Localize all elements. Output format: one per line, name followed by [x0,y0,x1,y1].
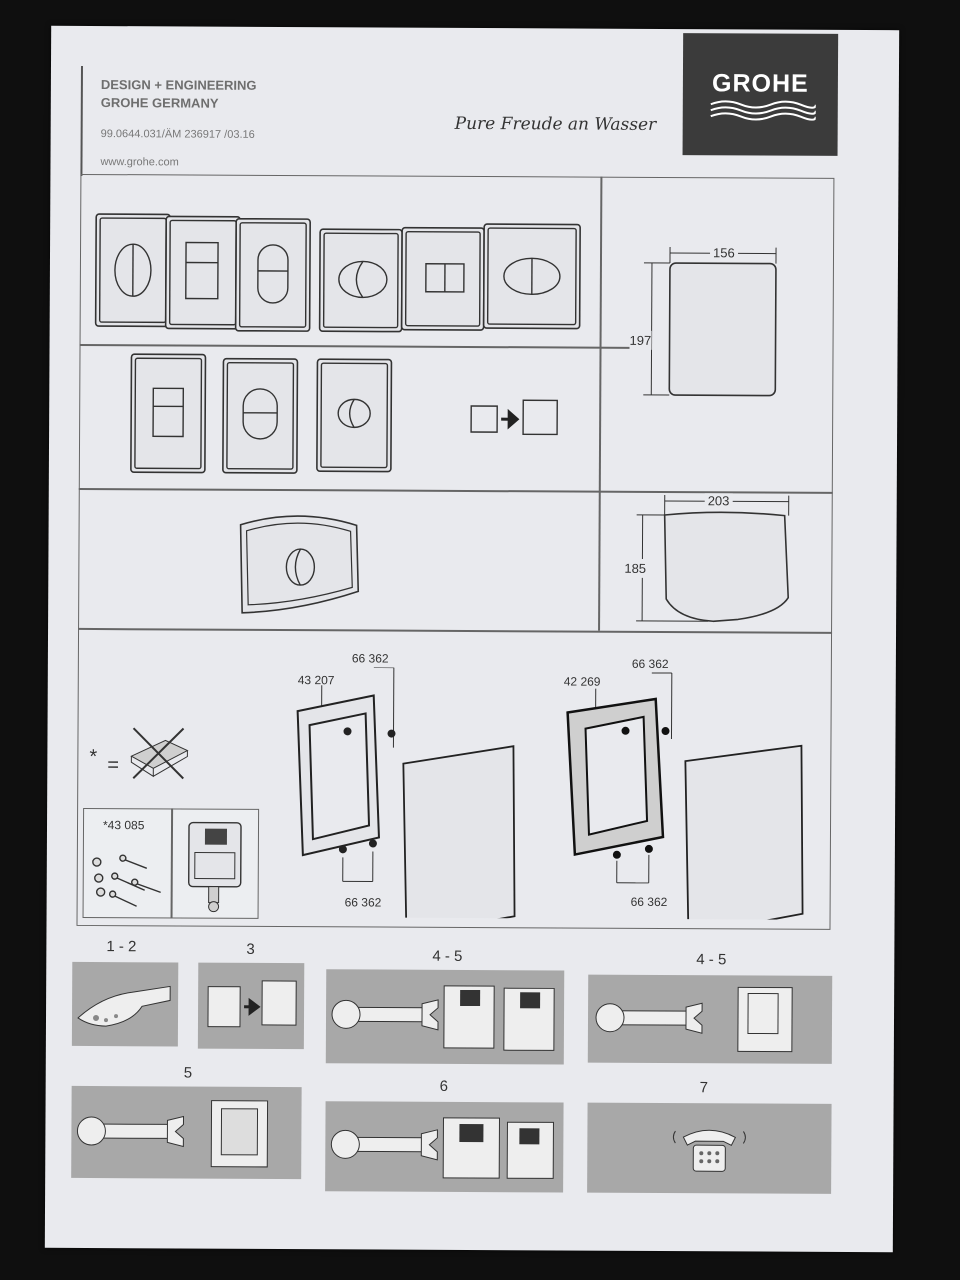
header-line1: DESIGN + ENGINEERING [100,77,257,93]
cover-dimension-drawing [636,495,790,623]
step-panel-call [587,1102,832,1194]
step-panel-clean [71,961,179,1047]
tagline: Pure Freude an Wasser [454,113,657,135]
frame1-screw-top-code: 66 362 [351,651,389,666]
telephone-icon [672,1129,746,1172]
mounting-frame-1 [296,667,516,919]
crossed-out-box-icon [130,727,189,780]
mounting-frame-2 [566,672,804,920]
cover-height-label: 185 [624,558,647,578]
flush-cover-plate [239,515,360,614]
header-rule [80,65,83,176]
step-panel-wrench-a [325,969,565,1065]
step-panel-wrench-b [587,974,833,1064]
wrench-and-cisterns-icon [331,985,555,1051]
hand-wipe-icon [77,985,171,1027]
step-panel-wrench-c [71,1085,302,1180]
cistern-icon [188,821,242,913]
grohe-logo: GROHE [682,33,839,156]
cover-width-label: 203 [704,493,733,509]
step-panel-wrench-d [325,1101,564,1193]
wrench-and-frame-icon [595,986,793,1053]
step-label-6: 6 [439,1077,449,1095]
wrench-and-units-icon [330,1117,554,1179]
arrow-right-icon [501,408,520,430]
frame1-screw-bottom-code: 66 362 [344,895,382,910]
step-label-5: 5 [183,1064,193,1082]
replace-plate-icon [207,980,297,1028]
step-label-4: 4 - 5 [696,951,727,969]
logo-wave-icon [709,99,816,121]
step-label-3: 4 - 5 [432,947,463,965]
step-label-2: 3 [246,940,255,958]
equals-label: = [107,754,120,777]
step-panel-replace [197,962,305,1050]
logo-text: GROHE [711,68,809,98]
plate-dimension-drawing [643,247,777,397]
plate-height-label: 197 [629,330,652,350]
website: www.grohe.com [100,156,179,169]
document-number: 99.0644.031/ÄM 236917 /03.16 [100,128,255,141]
flush-plates-row2 [130,353,558,474]
arrow-right-icon [244,997,261,1016]
header-line2: GROHE GERMANY [100,95,219,111]
kit-code-label: *43 085 [102,818,145,833]
step-label-7: 7 [699,1079,709,1097]
asterisk-label: * [89,745,98,769]
instruction-sheet: DESIGN + ENGINEERING GROHE GERMANY 99.06… [44,25,900,1253]
frame2-screw-bottom-code: 66 362 [630,894,668,910]
wrench-and-box-icon [76,1100,269,1168]
plate-width-label: 156 [709,245,738,261]
screws-and-washers-icon [92,854,161,907]
flush-plates-row1 [94,213,581,333]
step-label-1: 1 - 2 [106,938,137,956]
